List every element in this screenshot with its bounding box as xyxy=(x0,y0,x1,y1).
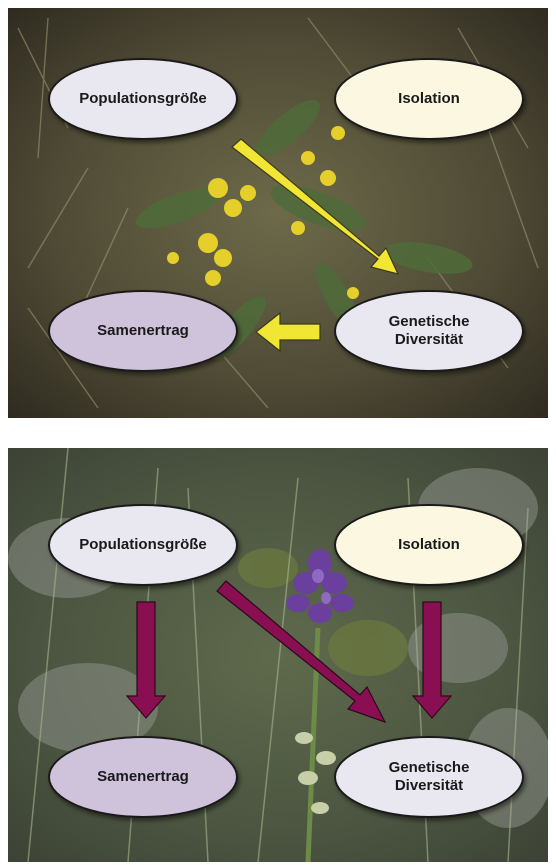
node-population-size: Populationsgröße xyxy=(48,504,238,586)
panel-yellow-flower: Populationsgröße Isolation Samenertrag G… xyxy=(8,8,548,418)
node-genetic-diversity: Genetische Diversität xyxy=(334,290,524,372)
panel-purple-flower: Populationsgröße Isolation Samenertrag G… xyxy=(8,448,548,862)
node-population-size: Populationsgröße xyxy=(48,58,238,140)
node-seed-yield: Samenertrag xyxy=(48,736,238,818)
node-isolation: Isolation xyxy=(334,58,524,140)
node-genetic-diversity: Genetische Diversität xyxy=(334,736,524,818)
node-seed-yield: Samenertrag xyxy=(48,290,238,372)
node-isolation: Isolation xyxy=(334,504,524,586)
